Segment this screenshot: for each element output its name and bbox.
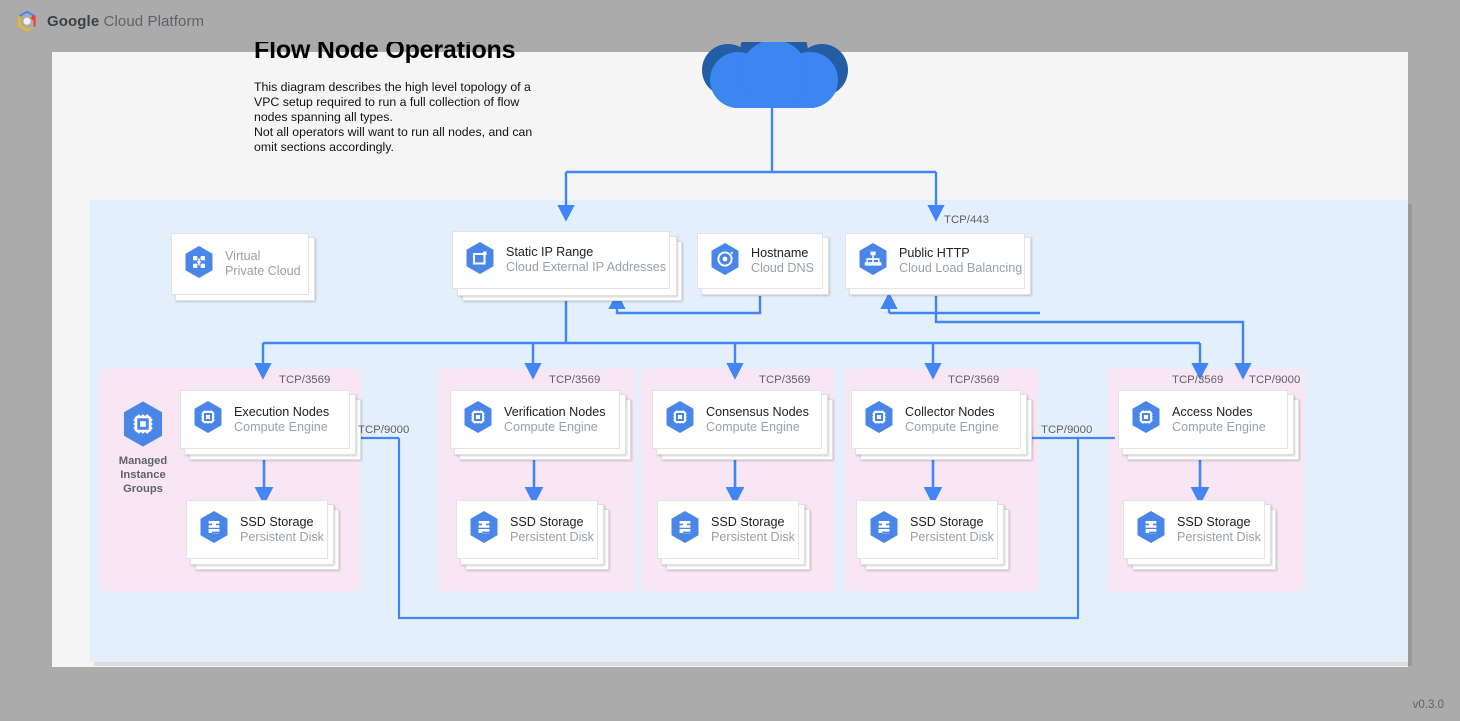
- node-subtitle: Persistent Disk: [240, 529, 324, 544]
- node-title: SSD Storage: [711, 514, 785, 529]
- node-title: Hostname: [751, 246, 809, 261]
- port-label-execution-tcp9000: TCP/9000: [358, 424, 410, 436]
- port-label-collector-tcp9000: TCP/9000: [1041, 424, 1093, 436]
- virtual-private-cloud-icon: [184, 245, 214, 284]
- node-card-consensus-ssd-storage[interactable]: SSD Storage Persistent Disk: [657, 500, 799, 559]
- node-title: Static IP Range: [506, 245, 594, 260]
- port-label-tcp443: TCP/443: [944, 214, 989, 226]
- compute-engine-icon: [665, 400, 695, 439]
- cloud-load-balancing-icon: [858, 242, 888, 281]
- node-card-virtual-private-cloud[interactable]: Virtual Private Cloud: [171, 233, 309, 295]
- node-title: Collector Nodes: [905, 404, 995, 419]
- node-title: SSD Storage: [510, 514, 584, 529]
- node-title: Public HTTP: [899, 246, 970, 261]
- port-label-access-tcp3569: TCP/3569: [1172, 374, 1224, 386]
- static-ip-icon: [465, 241, 495, 280]
- gcp-hexagon-logo-icon: [16, 9, 38, 33]
- node-subtitle: Compute Engine: [905, 419, 999, 434]
- compute-engine-icon: [193, 400, 223, 439]
- node-subtitle: Persistent Disk: [910, 529, 994, 544]
- port-label-access-tcp9000: TCP/9000: [1249, 374, 1301, 386]
- node-subtitle: Persistent Disk: [1177, 529, 1261, 544]
- node-subtitle: Compute Engine: [1172, 419, 1266, 434]
- node-card-access-nodes[interactable]: Access Nodes Compute Engine: [1118, 390, 1288, 449]
- brand-bold: Google: [47, 12, 100, 30]
- node-card-hostname[interactable]: Hostname Cloud DNS: [697, 233, 823, 289]
- version-label: v0.3.0: [1412, 699, 1444, 711]
- node-title: SSD Storage: [910, 514, 984, 529]
- port-label-collector-tcp3569: TCP/3569: [948, 374, 1000, 386]
- node-card-verification-nodes[interactable]: Verification Nodes Compute Engine: [450, 390, 620, 449]
- compute-engine-icon: [864, 400, 894, 439]
- node-title: Access Nodes: [1172, 404, 1253, 419]
- node-subtitle: Cloud External IP Addresses: [506, 260, 667, 274]
- port-label-consensus-tcp3569: TCP/3569: [759, 374, 811, 386]
- port-label-execution-tcp3569: TCP/3569: [279, 374, 331, 386]
- compute-engine-icon: [463, 400, 493, 439]
- node-subtitle: Compute Engine: [504, 419, 598, 434]
- persistent-disk-icon: [199, 510, 229, 549]
- page-description: This diagram describes the high level to…: [254, 80, 533, 154]
- node-card-execution-ssd-storage[interactable]: SSD Storage Persistent Disk: [186, 500, 328, 559]
- persistent-disk-icon: [670, 510, 700, 549]
- node-card-public-http[interactable]: Public HTTP Cloud Load Balancing: [845, 233, 1025, 289]
- persistent-disk-icon: [869, 510, 899, 549]
- node-subtitle: Compute Engine: [706, 419, 800, 434]
- node-subtitle: Persistent Disk: [711, 529, 795, 544]
- node-subtitle: Persistent Disk: [510, 529, 594, 544]
- managed-instance-groups-icon: [123, 401, 163, 447]
- node-card-verification-ssd-storage[interactable]: SSD Storage Persistent Disk: [456, 500, 598, 559]
- node-subtitle: Compute Engine: [234, 419, 328, 434]
- managed-instance-groups-label: Managed Instance Groups: [108, 400, 178, 496]
- persistent-disk-icon: [469, 510, 499, 549]
- node-title: Virtual: [225, 249, 261, 264]
- node-card-execution-nodes[interactable]: Execution Nodes Compute Engine: [180, 390, 350, 449]
- node-title: SSD Storage: [1177, 514, 1251, 529]
- node-card-collector-ssd-storage[interactable]: SSD Storage Persistent Disk: [856, 500, 998, 559]
- node-title: Consensus Nodes: [706, 404, 809, 419]
- node-title: SSD Storage: [240, 514, 314, 529]
- node-subtitle: Private Cloud: [225, 264, 301, 278]
- node-title: Execution Nodes: [234, 404, 330, 419]
- node-subtitle: Cloud DNS: [751, 261, 814, 275]
- node-card-collector-nodes[interactable]: Collector Nodes Compute Engine: [851, 390, 1021, 449]
- node-card-static-ip-range[interactable]: Static IP Range Cloud External IP Addres…: [452, 231, 670, 289]
- mig-label-text: Managed Instance Groups: [118, 455, 168, 495]
- cloud-dns-icon: [710, 242, 740, 281]
- persistent-disk-icon: [1136, 510, 1166, 549]
- compute-engine-icon: [1131, 400, 1161, 439]
- brand-title: Google Cloud Platform: [47, 13, 204, 30]
- port-label-verification-tcp3569: TCP/3569: [549, 374, 601, 386]
- node-card-access-ssd-storage[interactable]: SSD Storage Persistent Disk: [1123, 500, 1265, 559]
- node-card-consensus-nodes[interactable]: Consensus Nodes Compute Engine: [652, 390, 822, 449]
- node-subtitle: Cloud Load Balancing: [899, 261, 1023, 275]
- brand-rest: Cloud Platform: [99, 12, 205, 30]
- node-title: Verification Nodes: [504, 404, 606, 419]
- app-header: Google Cloud Platform: [0, 0, 1460, 42]
